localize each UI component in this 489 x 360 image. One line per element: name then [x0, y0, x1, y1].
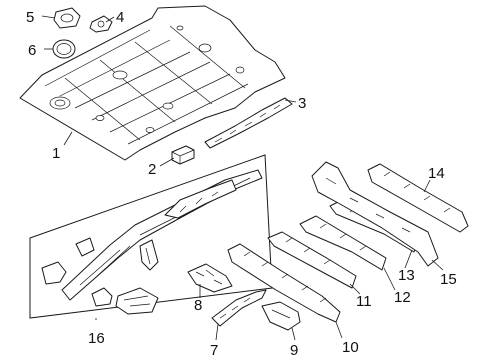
callout-4: 4: [116, 9, 124, 26]
rear-rail-14-part: [367, 163, 469, 233]
callout-2: 2: [148, 161, 156, 178]
callout-3: 3: [298, 95, 306, 112]
clip-part: [89, 15, 113, 33]
crossmember-12-part: [299, 215, 387, 271]
crossmember-7-part: [211, 289, 267, 327]
callout-13: 13: [398, 267, 415, 284]
callout-7: 7: [210, 342, 218, 359]
callout-6: 6: [28, 42, 36, 59]
callout-labels: 1 2 3 4 5 6 7 8 9 10 11 12 13 14 15 16: [26, 9, 457, 359]
callout-8: 8: [194, 297, 202, 314]
callout-9: 9: [290, 342, 298, 359]
side-rail-15-part: [311, 161, 439, 267]
leader-lines: [41, 15, 444, 341]
floor-pan-part: [19, 5, 286, 161]
callout-10: 10: [342, 339, 359, 356]
rail-assembly-part: [41, 169, 263, 315]
plug-part: [53, 7, 81, 29]
callout-12: 12: [394, 289, 411, 306]
crossmember-8-part: [187, 263, 233, 293]
callout-16: 16: [88, 330, 105, 347]
callout-11: 11: [356, 293, 372, 310]
callout-5: 5: [26, 9, 34, 26]
callout-15: 15: [440, 271, 457, 288]
grommet-part: [52, 39, 76, 59]
floor-rail-part: [204, 97, 293, 149]
callout-1: 1: [52, 145, 60, 162]
small-bracket-part: [171, 145, 195, 165]
crossmember-10-part: [227, 243, 341, 323]
bracket-9-part: [261, 301, 301, 331]
callout-14: 14: [428, 165, 445, 182]
crossmember-11-part: [267, 231, 357, 289]
